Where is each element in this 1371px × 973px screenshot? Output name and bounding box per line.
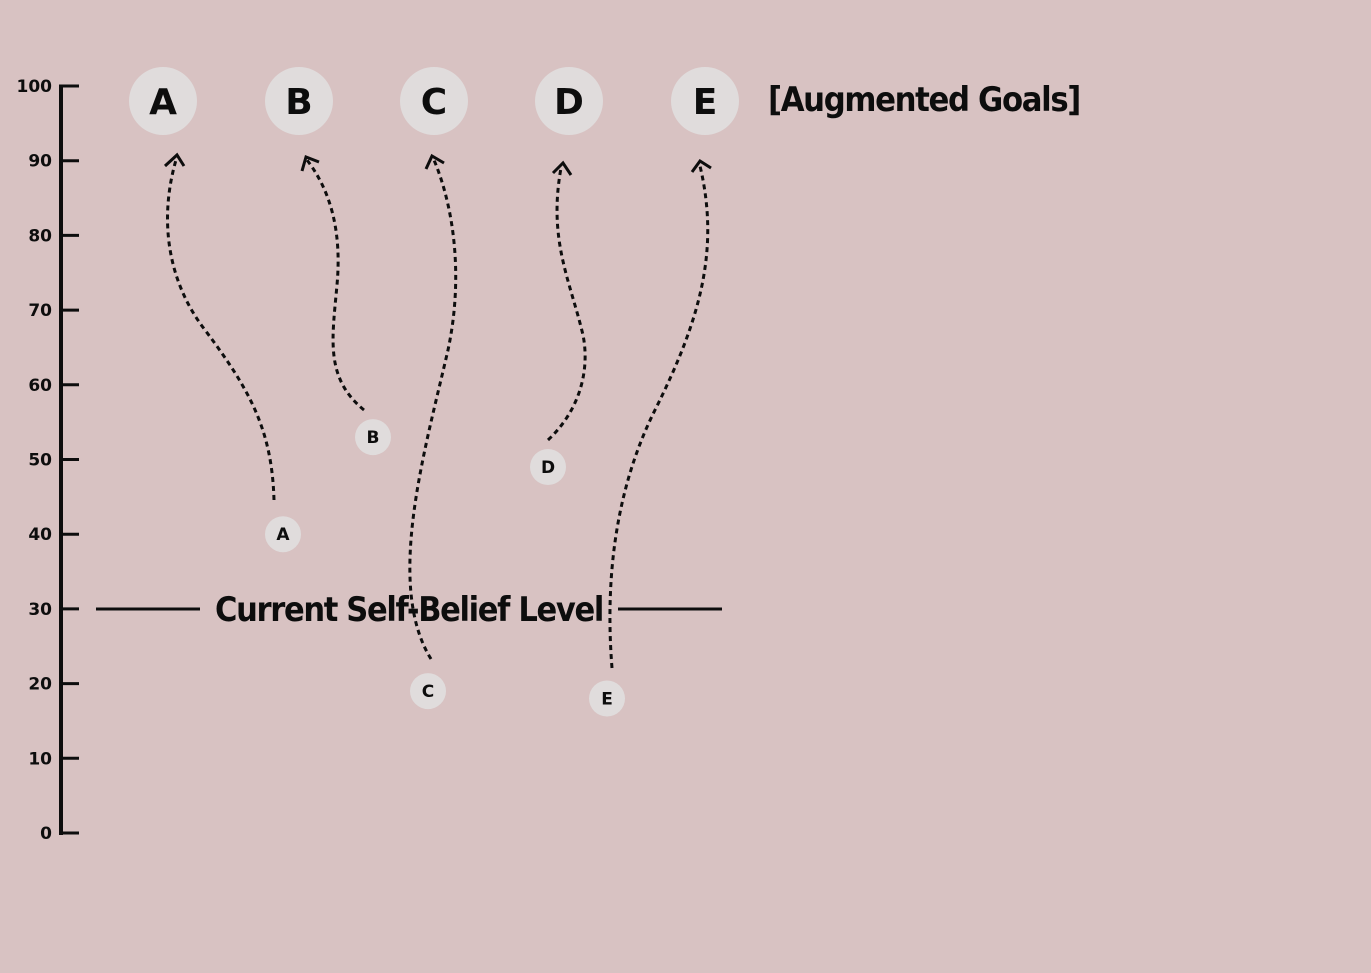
y-tick-label-100: 100: [17, 77, 53, 97]
current-level-circle-E: E: [589, 680, 625, 717]
y-tick-label-20: 20: [28, 675, 52, 695]
goal-circle-bg-B: [265, 67, 333, 135]
arrow-C: [408, 159, 458, 660]
y-tick-label-40: 40: [28, 525, 52, 545]
goal-circle-B: B: [265, 67, 333, 135]
current-level-bg-B: [355, 419, 391, 456]
arrow-B: [305, 159, 365, 412]
goal-letter-B: B: [285, 82, 312, 123]
arrowhead-E: [690, 158, 712, 173]
current-level-bg-C: [410, 673, 446, 710]
goal-circle-C: C: [400, 67, 468, 135]
goal-circle-bg-D: [535, 67, 603, 135]
goal-circle-E: E: [671, 67, 739, 135]
y-tick-label-70: 70: [28, 301, 52, 321]
arrow-D: [546, 167, 587, 442]
current-level-bg-E: [589, 680, 625, 717]
y-tick-label-50: 50: [28, 451, 52, 471]
goal-letter-D: D: [554, 82, 584, 123]
current-level-bg-A: [265, 516, 301, 553]
arrowhead-D: [551, 160, 573, 176]
arrowhead-C: [424, 153, 445, 170]
y-tick-label-0: 0: [40, 824, 52, 844]
current-level-circle-D: D: [530, 448, 566, 485]
current-level-letter-B: B: [367, 428, 380, 448]
y-tick-label-10: 10: [28, 749, 52, 769]
current-levels: A B C D E: [265, 419, 625, 717]
goal-circle-D: D: [535, 67, 603, 135]
goal-circle-bg-E: [671, 67, 739, 135]
current-level-letter-D: D: [541, 458, 555, 478]
current-level-bg-D: [530, 448, 566, 485]
arrowhead-A: [163, 152, 186, 168]
goal-arrows: [163, 152, 712, 669]
augmented-goals-label: [Augmented Goals]: [768, 80, 1080, 120]
goal-circle-bg-C: [400, 67, 468, 135]
goal-letter-C: C: [421, 82, 447, 123]
current-level-letter-E: E: [601, 690, 613, 710]
y-tick-label-90: 90: [28, 152, 52, 172]
goal-letter-E: E: [693, 82, 718, 123]
arrow-A: [166, 159, 276, 501]
current-level-circle-A: A: [265, 516, 301, 553]
goal-circle-bg-A: [129, 67, 197, 135]
y-tick-label-30: 30: [28, 600, 52, 620]
current-self-belief-baseline: Current Self-Belief Level: [96, 590, 722, 630]
arrowhead-B: [300, 155, 320, 172]
current-level-circle-C: C: [410, 673, 446, 710]
goal-circle-A: A: [129, 67, 197, 135]
y-axis: 0 10 20 30 40 50 60 70 80 90 100: [17, 77, 79, 844]
baseline-label: Current Self-Belief Level: [215, 590, 603, 630]
y-tick-label-80: 80: [28, 226, 52, 246]
current-level-letter-C: C: [422, 682, 434, 702]
current-level-circle-B: B: [355, 419, 391, 456]
current-level-letter-A: A: [276, 525, 290, 545]
goal-letter-A: A: [149, 82, 177, 123]
y-tick-label-60: 60: [28, 376, 52, 396]
arrow-E: [608, 165, 710, 669]
augmented-goals: A B C D E: [129, 67, 739, 135]
